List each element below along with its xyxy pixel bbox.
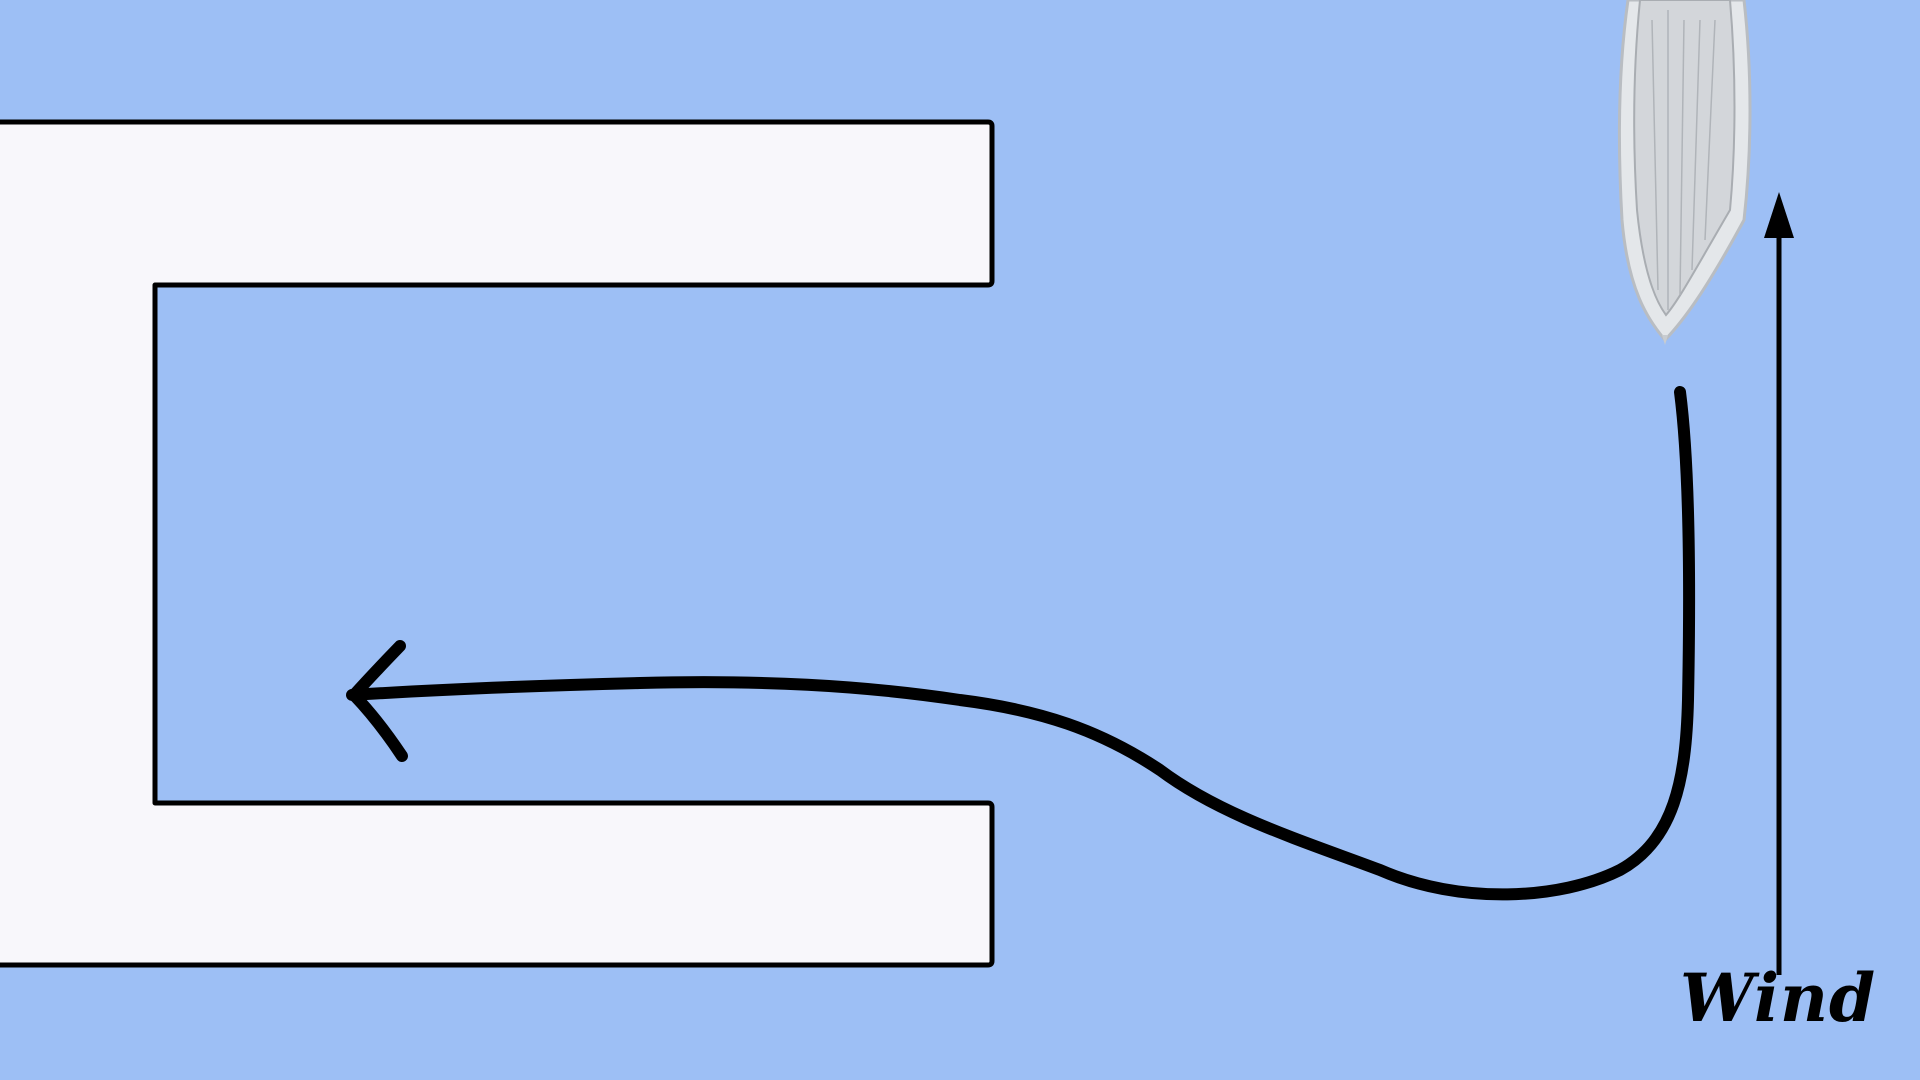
up-arrow-icon bbox=[1764, 192, 1794, 238]
left-arrowhead-icon bbox=[348, 640, 408, 762]
boat-icon bbox=[1618, 0, 1752, 345]
boat-deck bbox=[1633, 0, 1736, 317]
dock-slip bbox=[0, 119, 995, 968]
wind-label: Wind bbox=[1680, 959, 1877, 1037]
maneuver-path bbox=[346, 386, 1696, 901]
